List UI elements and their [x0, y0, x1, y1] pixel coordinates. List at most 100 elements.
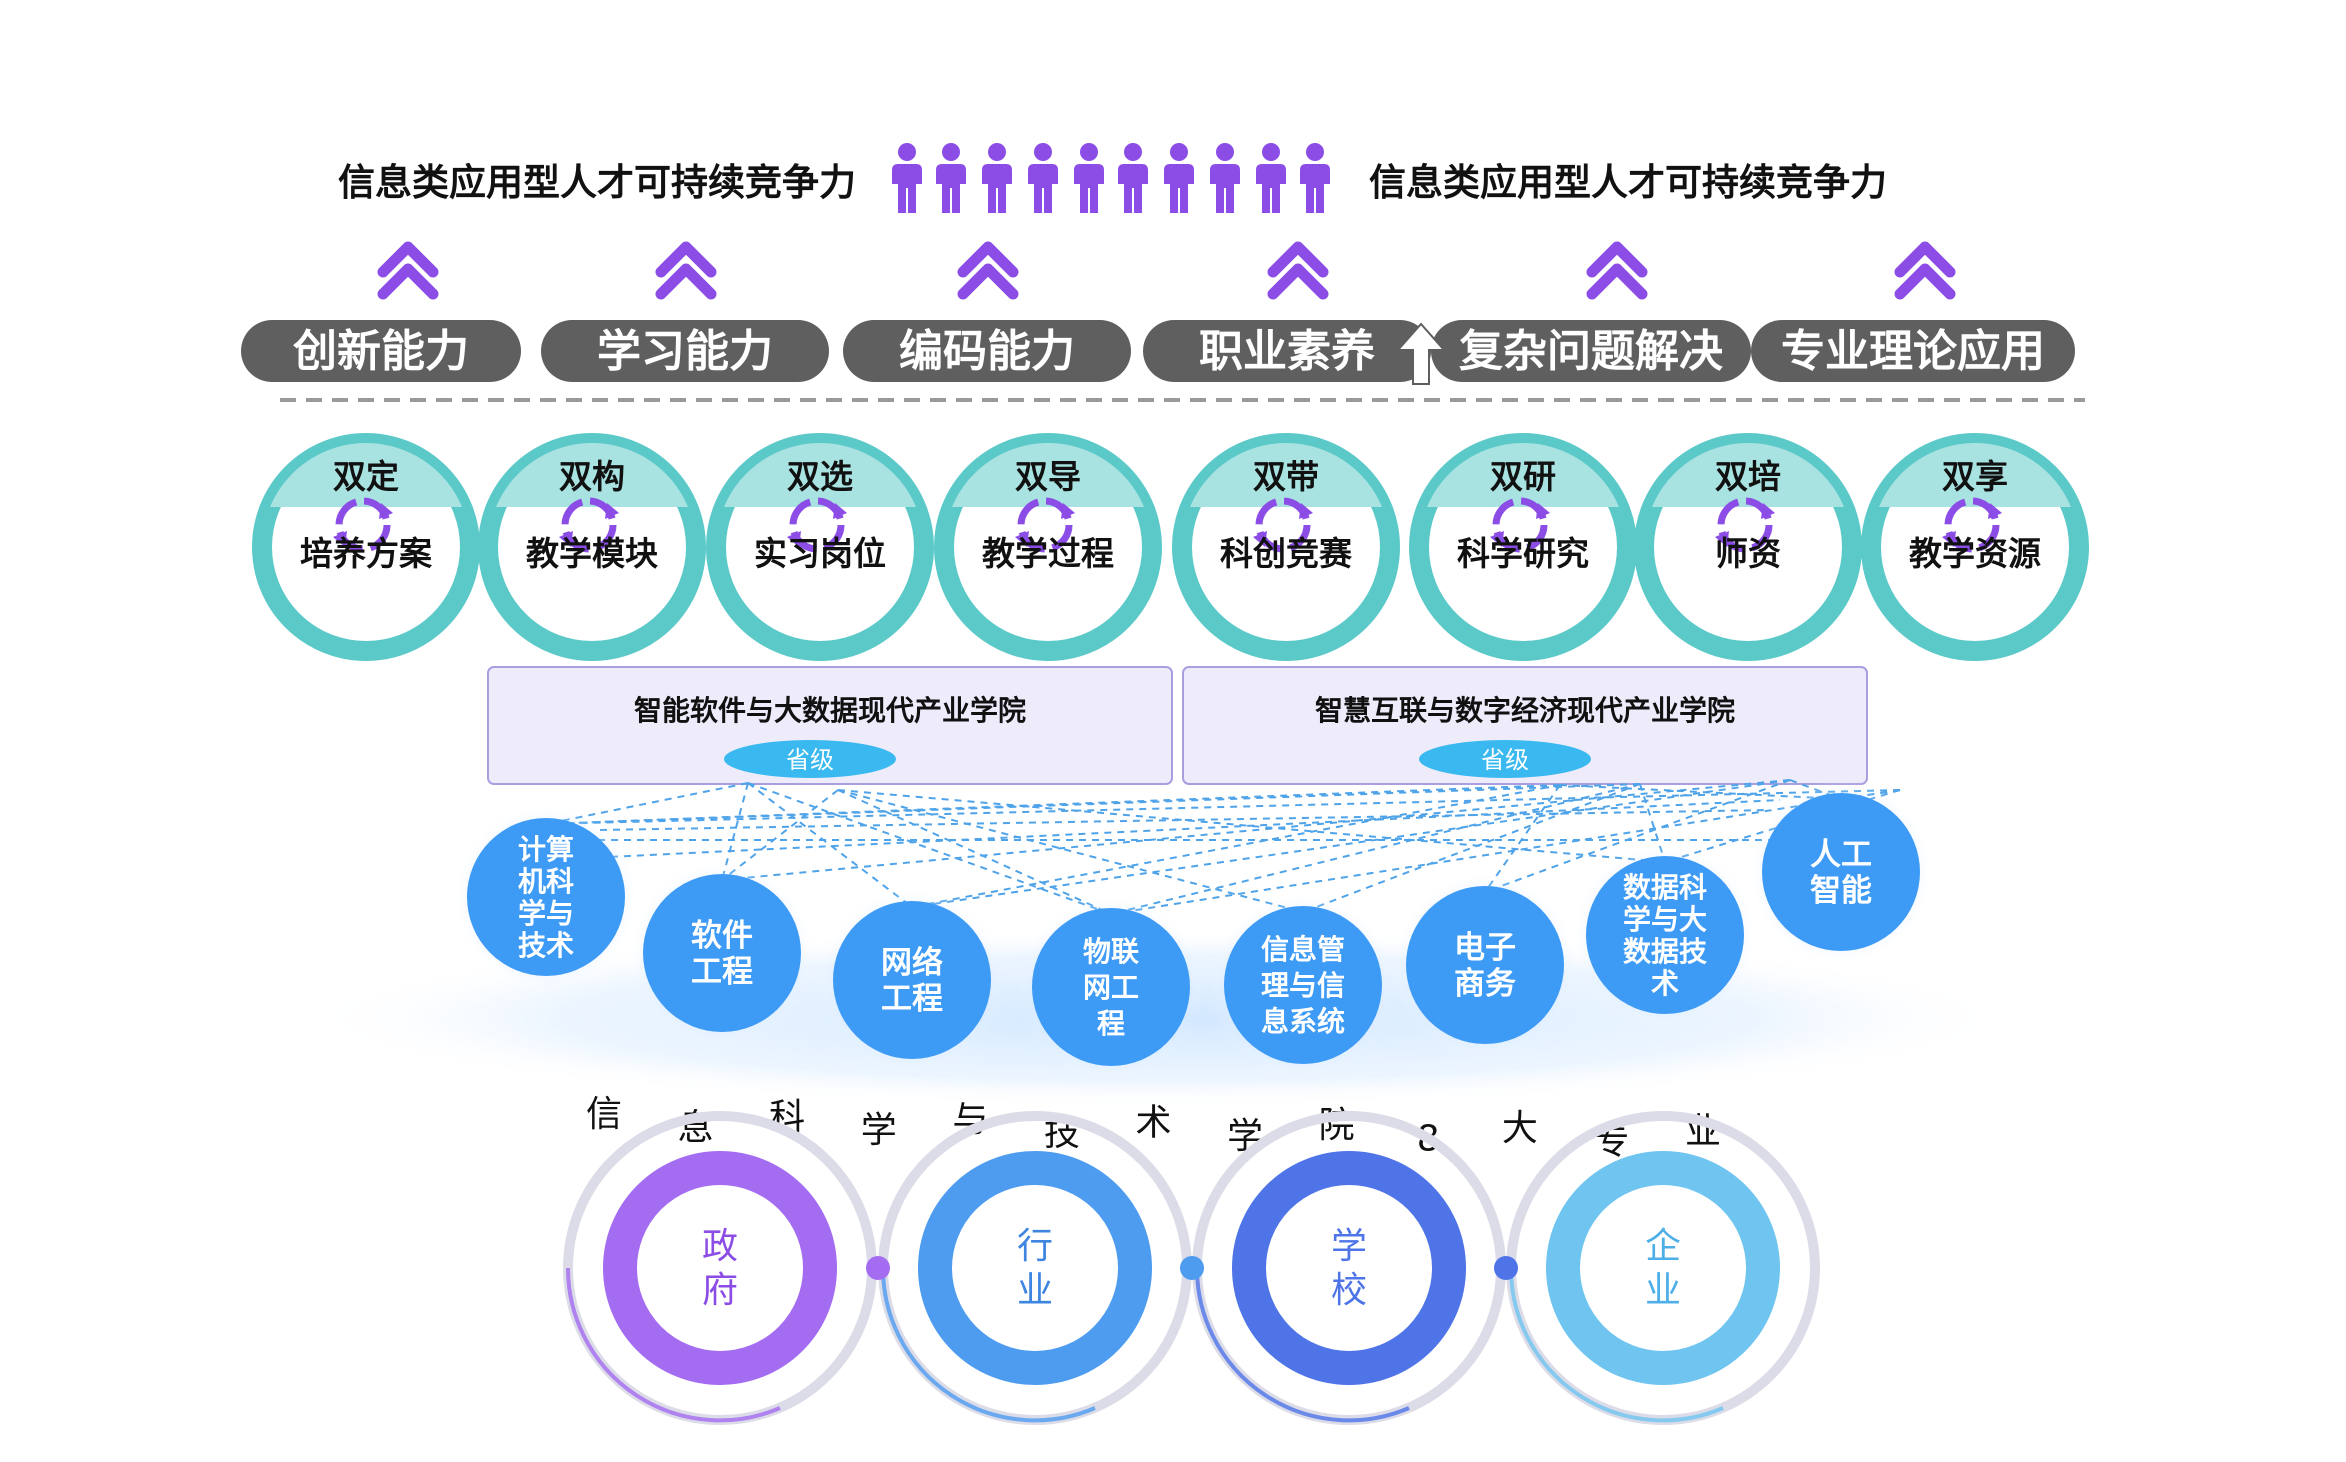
shuang-bottom-label: 教学资源: [1909, 534, 2041, 573]
shuang-bottom-label: 师资: [1715, 534, 1781, 573]
up-chevron-row: [377, 241, 1956, 300]
ability-label: 学习能力: [597, 326, 773, 377]
competitiveness-title-right: 信息类应用型人才可持续竞争力: [1369, 161, 1887, 204]
connection-lines: [545, 779, 1901, 915]
school-caption-char: 术: [1135, 1102, 1171, 1143]
partner-label-line: 业: [1017, 1270, 1053, 1311]
connector-dot: [866, 1256, 890, 1280]
person-icon: [1028, 143, 1058, 213]
shuang-bottom-label: 教学模块: [526, 534, 658, 573]
connection-line: [837, 789, 1666, 863]
cycle-arrows-icon: [333, 497, 393, 553]
cycle-arrows-icon: [559, 497, 619, 553]
major-label-line: 商务: [1454, 966, 1516, 1002]
ability-pill: 专业理论应用: [1751, 320, 2075, 382]
double-chevron-up-icon: [1894, 241, 1956, 300]
school-caption-char: 学: [861, 1110, 897, 1151]
partner-label-line: 学: [1331, 1226, 1367, 1267]
major-label-line: 物联: [1083, 935, 1139, 968]
top-title-row: 信息类应用型人才可持续竞争力 信息类应用型人才可持续竞争力: [338, 143, 1887, 213]
connection-line: [599, 809, 1771, 831]
person-icon: [1164, 143, 1194, 213]
connection-line: [911, 779, 1791, 908]
people-icon-row: [892, 143, 1330, 213]
connector-dot: [1494, 1256, 1518, 1280]
cycle-arrows-icon: [1490, 497, 1550, 553]
major-label-line: 学与大: [1623, 903, 1707, 936]
ability-row: 创新能力学习能力编码能力职业素养复杂问题解决专业理论应用: [241, 320, 2075, 385]
connection-line: [911, 784, 1561, 908]
major-label-line: 网工: [1083, 971, 1139, 1004]
person-icon: [1256, 143, 1286, 213]
major-label-line: 术: [1651, 967, 1679, 1000]
major-label-line: 网络: [881, 945, 943, 981]
double-chevron-up-icon: [655, 241, 717, 300]
shuang-top-label: 双选: [787, 457, 853, 496]
person-icon: [1300, 143, 1330, 213]
college-name: 智能软件与大数据现代产业学院: [634, 694, 1026, 727]
double-chevron-up-icon: [1586, 241, 1648, 300]
partner-ring: 企业: [1506, 1111, 1820, 1425]
shuang-bottom-label: 实习岗位: [754, 534, 886, 573]
major-label-line: 机科: [518, 865, 574, 898]
person-icon: [982, 143, 1012, 213]
partner-label-line: 企: [1645, 1226, 1681, 1267]
partner-label-line: 府: [702, 1270, 738, 1311]
cycle-arrows-icon: [787, 497, 847, 553]
connection-line: [837, 789, 1304, 913]
major-label-line: 技术: [518, 929, 574, 962]
person-icon: [1118, 143, 1148, 213]
person-icon: [1210, 143, 1240, 213]
shuang-bottom-label: 科创竞赛: [1220, 534, 1353, 573]
connector-dot: [1180, 1256, 1204, 1280]
shuang-top-label: 双带: [1253, 457, 1319, 496]
major-label-line: 智能: [1810, 873, 1872, 909]
connection-line: [837, 789, 1112, 915]
shuang-bottom-label: 科学研究: [1457, 534, 1589, 573]
connection-line: [747, 782, 913, 908]
connection-line: [1302, 783, 1641, 913]
major-label-line: 人工: [1810, 837, 1872, 873]
partner-label-line: 政: [702, 1226, 738, 1267]
major-label-line: 程: [1097, 1007, 1125, 1040]
shuang-ring-row: 双定培养方案双构教学模块双选实习岗位双导教学过程双带科创竞赛双研科学研究双培师资…: [252, 433, 2089, 661]
shuang-top-label: 双享: [1942, 457, 2008, 496]
ability-label: 职业素养: [1199, 326, 1375, 377]
connection-line: [545, 789, 1901, 825]
shuang-top-label: 双培: [1715, 457, 1781, 496]
major-label-line: 工程: [881, 981, 943, 1017]
major-label-line: 计算: [518, 833, 574, 866]
shuang-top-label: 双构: [559, 457, 625, 496]
shuang-bottom-label: 培养方案: [300, 534, 433, 573]
shuang-top-label: 双定: [333, 457, 399, 496]
connection-line: [545, 783, 1641, 825]
major-label-line: 数据技: [1623, 935, 1707, 968]
partner-ring: 学校: [1192, 1111, 1506, 1425]
cycle-arrows-icon: [1253, 497, 1313, 553]
major-label-line: 理与信: [1261, 969, 1345, 1002]
shuang-bottom-label: 教学过程: [982, 534, 1114, 573]
up-arrow-icon: [1395, 322, 1447, 385]
partner-ring: 政府: [563, 1111, 877, 1425]
competitiveness-title-left: 信息类应用型人才可持续竞争力: [338, 161, 856, 204]
connection-line: [1110, 789, 1901, 915]
double-chevron-up-icon: [377, 241, 439, 300]
person-icon: [1074, 143, 1104, 213]
major-label-line: 软件: [691, 918, 753, 954]
ability-label: 专业理论应用: [1781, 326, 2045, 377]
ability-pill: 创新能力: [241, 320, 521, 382]
ability-pill: 职业素养: [1143, 320, 1431, 382]
partner-label-line: 校: [1331, 1270, 1367, 1311]
